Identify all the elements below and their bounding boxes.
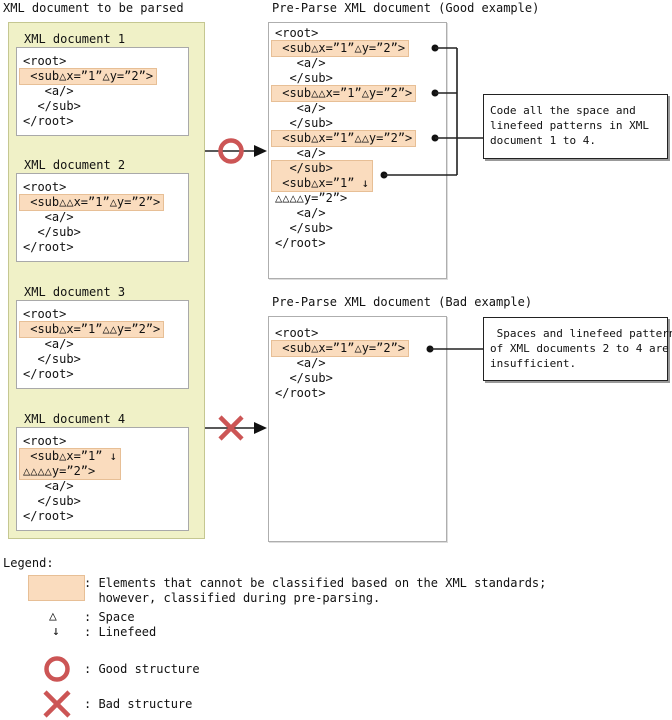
code-line: <root> [23, 54, 67, 68]
legend-bad-label: : Bad structure [84, 697, 193, 711]
xml-document-1-box: <root> <sub△x=”1”△y=”2”> <a/> </sub> </r… [16, 47, 189, 136]
highlighted-code-line: <sub△x=”1”△y=”2”> [270, 340, 410, 357]
highlighted-code-line: <sub△△x=”1”△y=”2”> [18, 194, 165, 211]
left-section-title: XML document to be parsed [3, 1, 184, 15]
documents-container: XML document 1 <root> <sub△x=”1”△y=”2”> … [8, 22, 205, 539]
legend-text-line: : Elements that cannot be classified bas… [84, 576, 547, 590]
code-line: </sub> [275, 71, 333, 85]
code-line: <a/> [23, 479, 74, 493]
code-line: </sub> [23, 225, 81, 239]
annotation-line: of XML documents 2 to 4 are [490, 342, 669, 355]
code-line: <a/> [275, 146, 326, 160]
code-line: <a/> [23, 84, 74, 98]
annotation-line: linefeed patterns in XML [490, 119, 649, 132]
code-line: </sub> [23, 494, 81, 508]
xml-document-3-label: XML document 3 [24, 285, 126, 299]
code-line: △△△△y=”2”> [275, 191, 348, 205]
legend-heading: Legend: [3, 556, 54, 570]
bad-structure-x-icon [218, 415, 244, 441]
code-line: </root> [275, 386, 326, 400]
code-line: <a/> [275, 56, 326, 70]
code-line: <a/> [275, 206, 326, 220]
xml-document-4-label: XML document 4 [24, 412, 126, 426]
highlighted-code-line: </sub> [275, 161, 333, 175]
annotation-line: Spaces and linefeed patterns [490, 327, 672, 340]
code-line: <root> [275, 326, 319, 340]
legend-space-label: : Space [84, 610, 135, 624]
code-line: <a/> [23, 337, 74, 351]
highlighted-code-line: <sub△△x=”1”△y=”2”> [270, 85, 417, 102]
xml-document-1-label: XML document 1 [24, 32, 126, 46]
code-line: <root> [23, 434, 67, 448]
linefeed-symbol: ↓ [52, 624, 60, 639]
code-line: </sub> [275, 371, 333, 385]
code-line: </root> [23, 367, 74, 381]
code-line: </sub> [23, 352, 81, 366]
legend-text-line: however, classified during pre-parsing. [84, 591, 381, 605]
code-line: <a/> [275, 356, 326, 370]
highlighted-code-line: <sub△x=”1”△y=”2”> [270, 40, 410, 57]
code-line: </root> [23, 509, 74, 523]
highlighted-code-line: <sub△x=”1”△△y=”2”> [270, 130, 417, 147]
unclassified-element-swatch [28, 575, 85, 601]
code-line: </sub> [23, 99, 81, 113]
highlighted-code-line: <sub△x=”1”△y=”2”> [18, 68, 158, 85]
good-arrowhead-icon [254, 145, 267, 157]
code-line: <a/> [275, 101, 326, 115]
code-line: </sub> [275, 221, 333, 235]
code-line: <root> [275, 26, 319, 40]
bad-arrowhead-icon [254, 422, 267, 434]
annotation-line: document 1 to 4. [490, 134, 596, 147]
good-example-panel: <root> <sub△x=”1”△y=”2”> <a/> </sub> <su… [268, 22, 447, 279]
highlighted-code-line: △△△△y=”2”> [23, 464, 96, 478]
space-symbol: △ [49, 609, 57, 624]
code-line: <root> [23, 307, 67, 321]
code-line: <root> [23, 180, 67, 194]
bad-structure-icon [43, 690, 71, 718]
xml-document-3-box: <root> <sub△x=”1”△△y=”2”> <a/> </sub> </… [16, 300, 189, 389]
code-line: <a/> [23, 210, 74, 224]
good-structure-circle-icon [218, 138, 244, 164]
good-annotation-box: Code all the space and linefeed patterns… [483, 94, 668, 159]
highlighted-code-line: <sub△x=”1” ↓ [23, 449, 117, 463]
annotation-line: insufficient. [490, 357, 577, 370]
legend-good-label: : Good structure [84, 662, 200, 676]
xml-document-4-box: <root> <sub△x=”1” ↓ △△△△y=”2”> <a/> </su… [16, 427, 189, 531]
bad-example-panel: <root> <sub△x=”1”△y=”2”> <a/> </sub> </r… [268, 316, 447, 542]
code-line: </sub> [275, 116, 333, 130]
good-example-title: Pre-Parse XML document (Good example) [272, 1, 540, 15]
legend-linefeed-label: : Linefeed [84, 625, 157, 639]
code-line: </root> [23, 240, 74, 254]
bad-structure-x-icon [218, 415, 244, 441]
highlighted-code-line: <sub△x=”1” ↓ [275, 176, 369, 190]
bad-annotation-box: Spaces and linefeed patterns of XML docu… [483, 317, 672, 381]
xml-document-2-label: XML document 2 [24, 158, 126, 172]
highlight-block: <sub△x=”1” ↓ △△△△y=”2”> [19, 448, 121, 480]
highlighted-code-line: <sub△x=”1”△△y=”2”> [18, 321, 165, 338]
code-line: </root> [275, 236, 326, 250]
annotation-line: Code all the space and [490, 104, 636, 117]
code-line: </root> [23, 114, 74, 128]
good-structure-icon [44, 656, 70, 682]
bad-example-title: Pre-Parse XML document (Bad example) [272, 295, 533, 309]
highlight-block: </sub> <sub△x=”1” ↓ [271, 160, 373, 192]
legend-unclassified-label: : Elements that cannot be classified bas… [84, 576, 546, 606]
xml-document-2-box: <root> <sub△△x=”1”△y=”2”> <a/> </sub> </… [16, 173, 189, 262]
